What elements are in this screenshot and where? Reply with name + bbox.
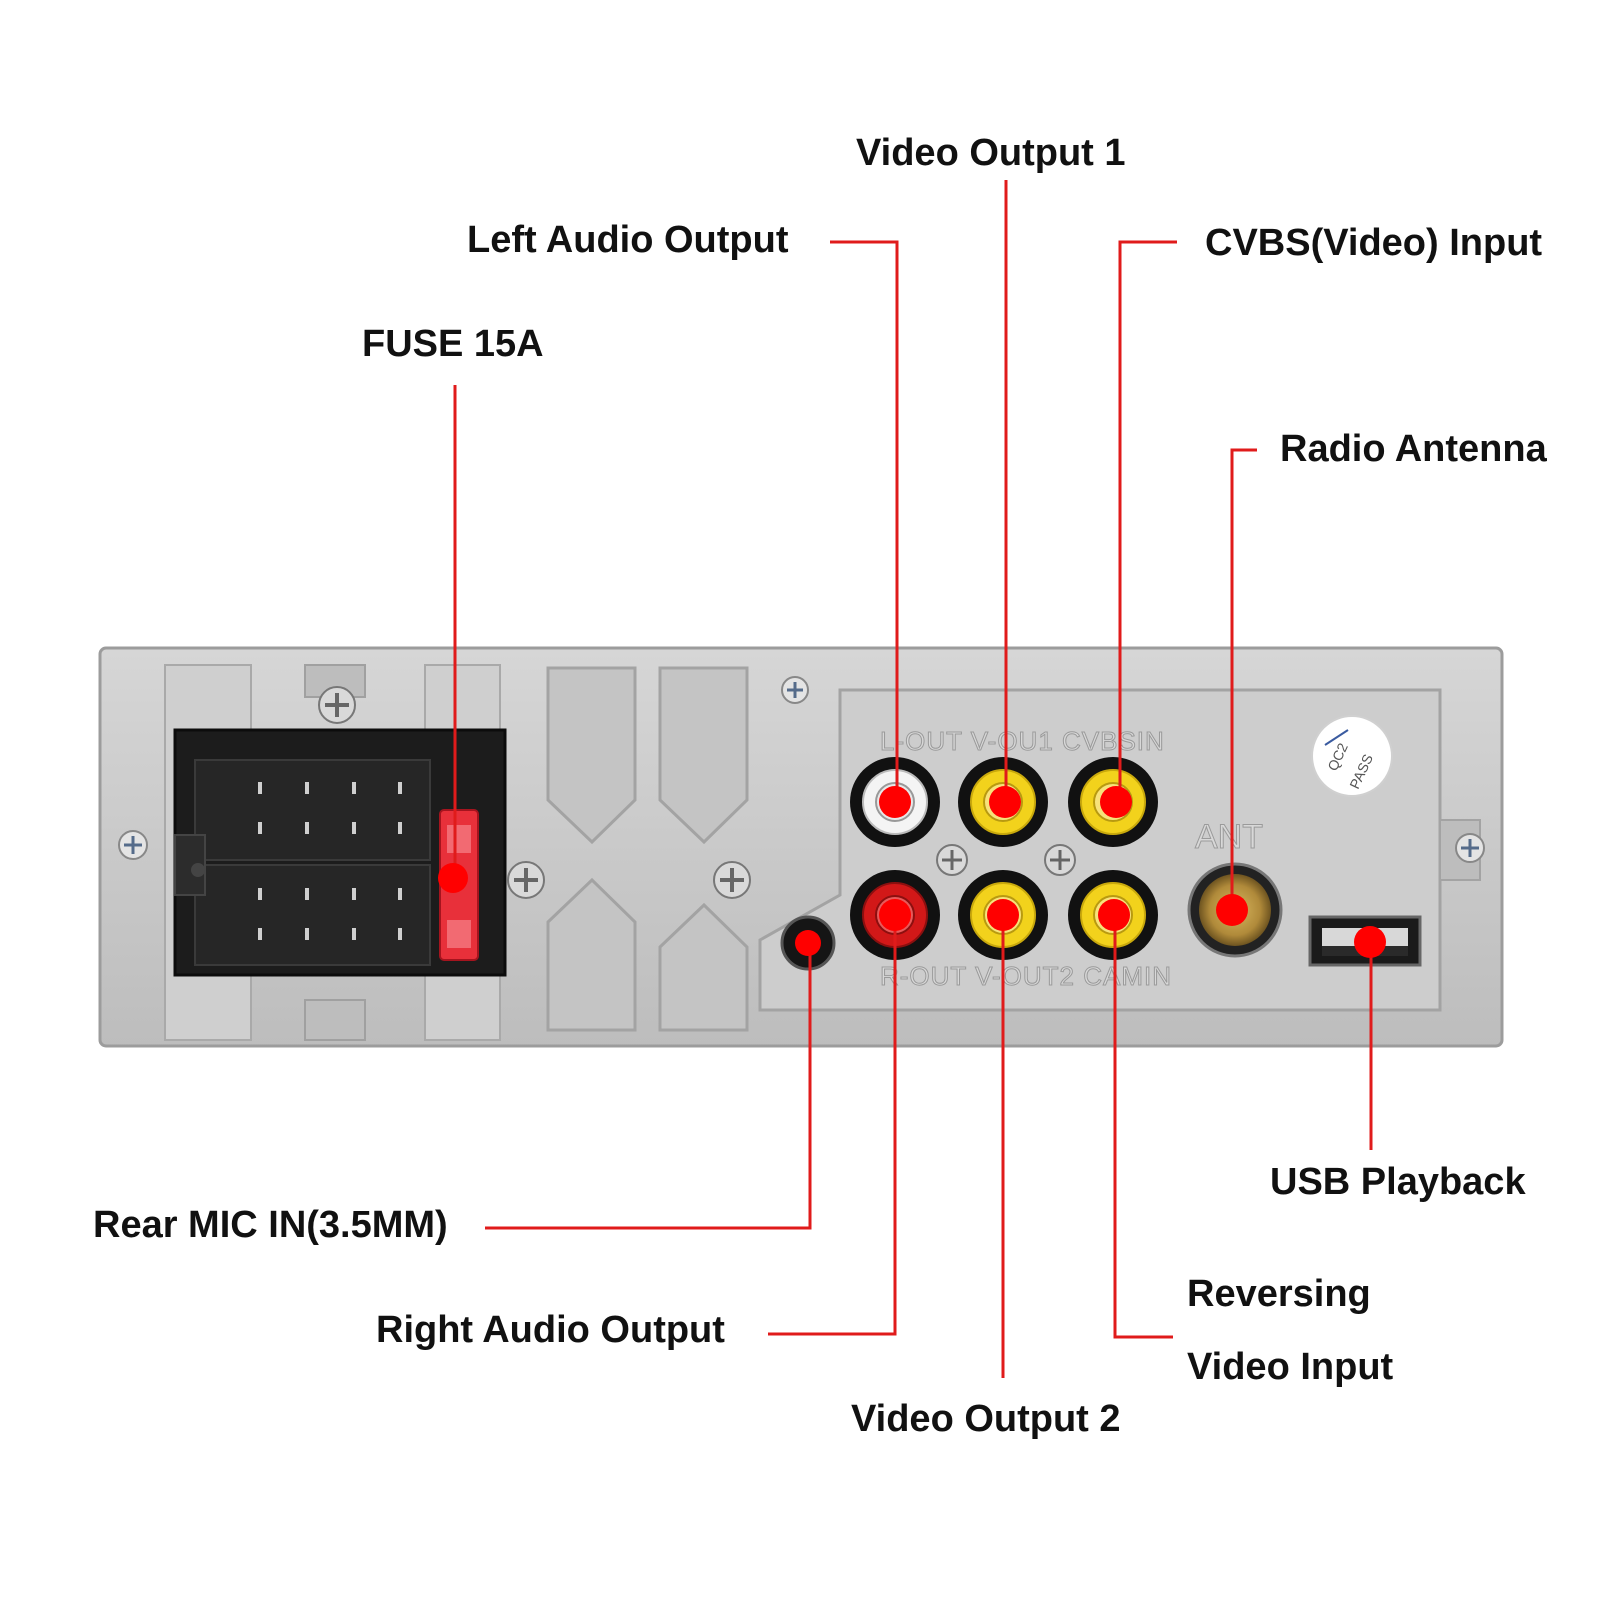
label-video-input: Video Input: [1187, 1346, 1394, 1388]
mounting-screw: [507, 861, 545, 899]
marker-dot-fuse: [438, 863, 468, 893]
leader-radio-antenna: [1230, 448, 1257, 910]
label-usb-playback: USB Playback: [1270, 1161, 1526, 1203]
marker-dot-left-audio: [879, 786, 911, 818]
leader-reversing: [1113, 915, 1173, 1339]
mounting-screw: [1044, 844, 1076, 876]
label-right-audio-output: Right Audio Output: [376, 1309, 725, 1351]
marker-dot-right-audio: [879, 899, 911, 931]
marker-dot-cam-in: [1098, 899, 1130, 931]
marker-dot-antenna: [1216, 894, 1248, 926]
label-cvbs-video-input: CVBS(Video) Input: [1205, 222, 1543, 264]
panel-print-top-row: L-OUT V-OU1 CVBSIN: [880, 726, 1165, 756]
label-video-output-1: Video Output 1: [856, 132, 1126, 174]
panel-print-antenna: ANT: [1195, 818, 1263, 856]
mounting-screw: [318, 686, 356, 724]
panel-print-bottom-row: R-OUT V-OUT2 CAMIN: [880, 961, 1172, 991]
mounting-screw: [1455, 833, 1485, 863]
mounting-screw: [781, 676, 809, 704]
marker-dot-usb: [1354, 926, 1386, 958]
marker-dot-cvbs-input: [1100, 786, 1132, 818]
mounting-screw: [118, 830, 148, 860]
label-left-audio-output: Left Audio Output: [467, 219, 789, 261]
label-radio-antenna: Radio Antenna: [1280, 428, 1547, 470]
mounting-screw: [936, 844, 968, 876]
marker-dot-video-output-2: [987, 899, 1019, 931]
leader-left-audio: [830, 240, 899, 802]
label-reversing: Reversing: [1187, 1273, 1371, 1315]
marker-dot-video-output-1: [989, 786, 1021, 818]
mounting-screw: [713, 861, 751, 899]
leader-rear-mic: [485, 943, 812, 1230]
marker-dot-mic: [795, 930, 821, 956]
label-rear-mic-in: Rear MIC IN(3.5MM): [93, 1204, 448, 1246]
label-video-output-2: Video Output 2: [851, 1398, 1121, 1440]
qc-pass-badge: QC2 PASS: [1311, 715, 1393, 797]
label-fuse-15a: FUSE 15A: [362, 323, 544, 365]
leader-cvbs-input: [1118, 240, 1177, 802]
leader-right-audio: [768, 915, 897, 1336]
